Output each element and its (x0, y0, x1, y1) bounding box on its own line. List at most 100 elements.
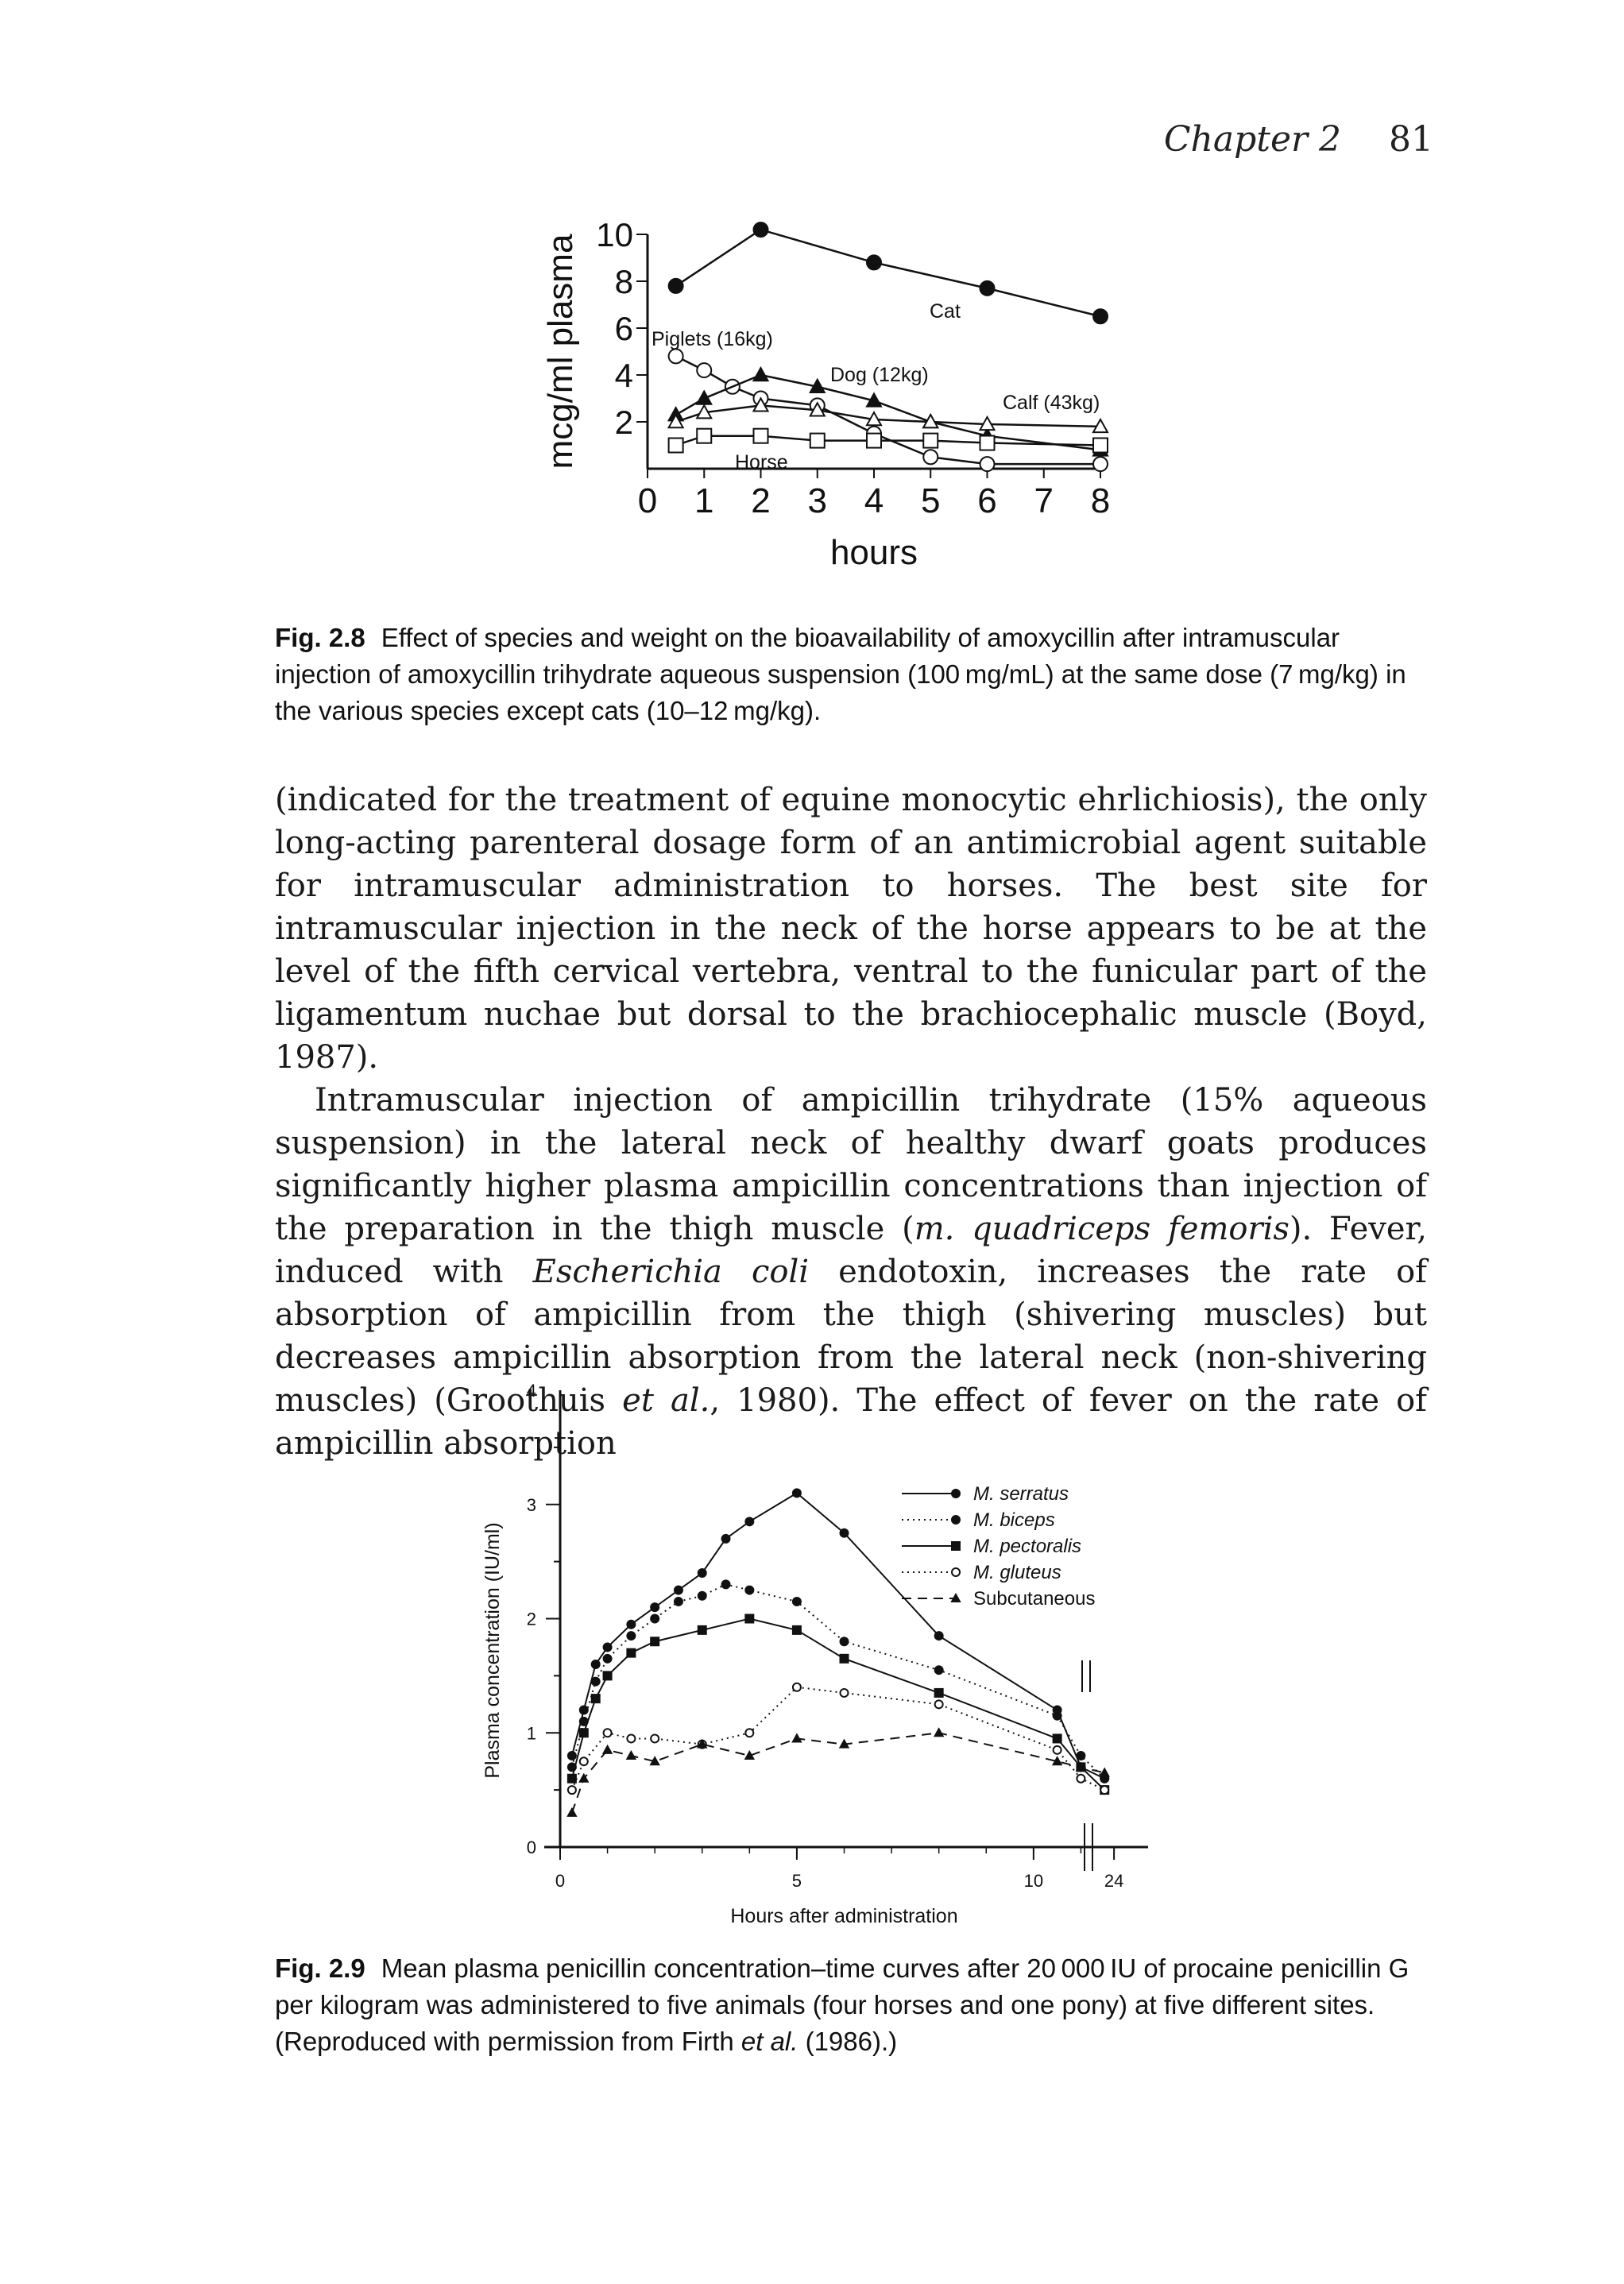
legend-label-m-gluteus: M. gluteus (973, 1562, 1061, 1583)
data-point-calf-43kg (752, 396, 770, 412)
data-point-dog-12kg (865, 392, 883, 408)
series-line-subcutaneous (570, 1732, 1105, 1814)
data-point-m-gluteus (744, 1728, 755, 1738)
body-text: (indicated for the treatment of equine m… (275, 779, 1427, 1465)
x-tick-label-7: 7 (1034, 481, 1054, 520)
data-point-subcutaneous (933, 1727, 945, 1737)
figure-2-9-caption-italic: et al. (740, 2027, 798, 2056)
data-point-m-biceps (744, 1585, 755, 1595)
data-point-calf-43kg (667, 412, 685, 429)
legend-marker-subcutaneous (950, 1592, 961, 1602)
data-point-subcutaneous (697, 1738, 708, 1749)
data-point-m-pectoralis (626, 1648, 636, 1658)
data-point-m-gluteus (566, 1785, 577, 1795)
data-point-m-pectoralis (578, 1728, 589, 1738)
data-point-m-gluteus (1052, 1745, 1062, 1755)
data-point-m-pectoralis (791, 1625, 802, 1635)
data-point-m-biceps (1052, 1710, 1062, 1721)
data-point-m-gluteus (791, 1682, 802, 1692)
data-point-calf-43kg (978, 415, 996, 431)
data-point-cat (979, 280, 996, 296)
data-point-piglets-16kg (1092, 456, 1108, 473)
data-point-m-serratus (744, 1517, 755, 1527)
x-tick-label-4: 4 (864, 481, 884, 520)
series-label-cat: Cat (930, 300, 961, 323)
data-point-m-gluteus (602, 1728, 613, 1738)
data-point-m-serratus (566, 1751, 577, 1760)
data-point-m-serratus (650, 1602, 660, 1613)
paragraph-2-italic-3: et al. (622, 1382, 710, 1419)
data-point-m-serratus (721, 1533, 731, 1544)
data-point-subcutaneous (566, 1807, 578, 1817)
series-line-calf-43kg (675, 404, 1101, 428)
x-tick-label-0: 0 (638, 481, 657, 520)
data-point-piglets-16kg (696, 362, 713, 379)
legend-label-m-pectoralis: M. pectoralis (973, 1536, 1081, 1557)
data-point-m-biceps (1076, 1751, 1086, 1760)
series-line-m-serratus (570, 1492, 1105, 1780)
data-point-piglets-16kg (667, 348, 684, 365)
data-point-cat (1092, 308, 1108, 325)
data-point-m-pectoralis (590, 1694, 601, 1704)
data-point-m-biceps (839, 1637, 849, 1647)
data-point-dog-12kg (695, 389, 713, 405)
data-point-calf-43kg (809, 401, 826, 417)
y-tick-label-1: 1 (527, 1723, 536, 1743)
x-tick-label-3: 3 (808, 481, 827, 520)
data-point-horse (809, 432, 826, 449)
data-point-m-gluteus (1100, 1785, 1110, 1795)
legend-label-subcutaneous: Subcutaneous (973, 1588, 1095, 1610)
figure-2-9-caption-part-2: (1986).) (798, 2027, 898, 2056)
data-point-m-pectoralis (650, 1637, 660, 1647)
data-point-m-biceps (934, 1665, 944, 1675)
data-point-m-serratus (602, 1642, 613, 1652)
legend-label-m-biceps: M. biceps (973, 1509, 1055, 1531)
data-point-m-biceps (673, 1596, 683, 1606)
data-point-m-gluteus (626, 1733, 636, 1744)
data-point-m-gluteus (578, 1756, 589, 1767)
data-point-m-biceps (697, 1590, 707, 1601)
data-point-m-gluteus (934, 1699, 944, 1710)
y-tick-label-3: 3 (527, 1495, 536, 1515)
y-tick-label-2: 2 (615, 404, 633, 441)
data-point-subcutaneous (578, 1772, 590, 1783)
paragraph-2-part-3: endotoxin, increases the rate of absorpt… (275, 1254, 1427, 1419)
data-point-horse (667, 437, 684, 454)
data-point-m-serratus (626, 1619, 636, 1629)
series-label-piglets-16kg: Piglets (16kg) (652, 328, 773, 350)
legend-marker-m-gluteus (951, 1567, 961, 1577)
data-point-m-serratus (673, 1585, 683, 1595)
data-point-subcutaneous (791, 1733, 802, 1743)
data-point-m-biceps (602, 1653, 613, 1664)
x-tick-label-5: 5 (792, 1871, 802, 1891)
data-point-subcutaneous (625, 1749, 637, 1760)
data-point-m-biceps (626, 1631, 636, 1641)
data-point-dog-12kg (809, 377, 826, 393)
chapter-label: Chapter 2 (1163, 119, 1341, 160)
data-point-calf-43kg (865, 410, 883, 427)
series-label-calf-43kg: Calf (43kg) (1003, 392, 1100, 414)
data-point-horse (752, 427, 769, 444)
figure-2-9-caption-part-1: Mean plasma penicillin concentration–tim… (275, 1954, 1409, 2056)
data-point-subcutaneous (601, 1744, 613, 1754)
legend-marker-m-serratus (951, 1489, 961, 1498)
data-point-horse (866, 432, 882, 449)
y-tick-label-6: 6 (615, 310, 633, 347)
legend-marker-m-pectoralis (951, 1541, 961, 1551)
data-point-calf-43kg (922, 412, 939, 429)
paragraph-2-part-1: Intramuscular injection of ampicillin tr… (275, 1082, 1427, 1247)
figure-2-9-number: Fig. 2.9 (275, 1954, 365, 1983)
x-tick-label-2: 2 (751, 481, 770, 520)
data-point-cat (752, 222, 769, 238)
data-point-cat (866, 254, 882, 271)
x-axis-title: hours (830, 533, 918, 572)
y-tick-label-0: 0 (527, 1838, 536, 1857)
legend-label-m-serratus: M. serratus (973, 1483, 1069, 1505)
data-point-m-pectoralis (602, 1671, 613, 1681)
series-line-cat (675, 228, 1101, 318)
